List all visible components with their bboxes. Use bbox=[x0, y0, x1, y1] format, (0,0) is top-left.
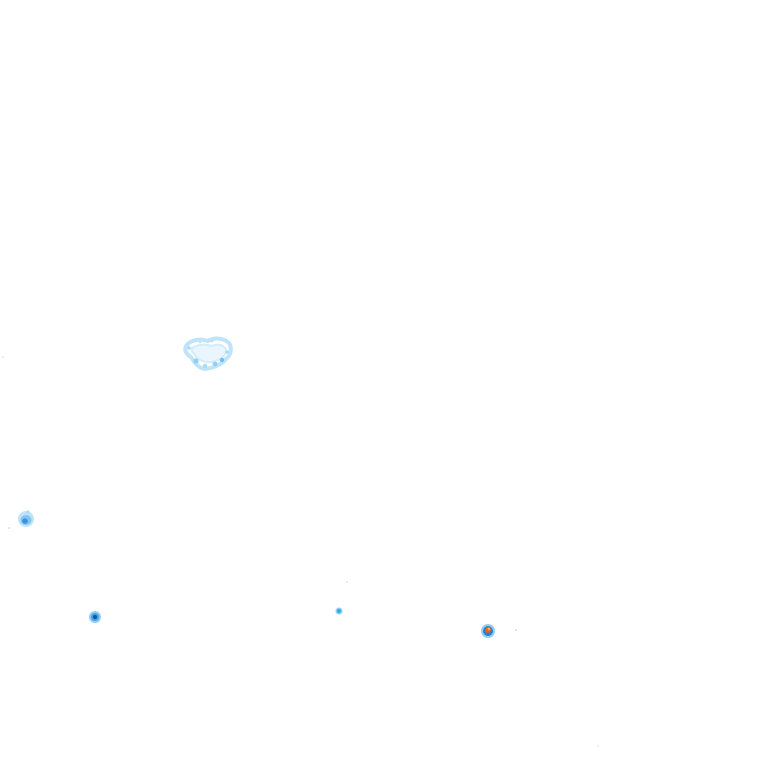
precip-cell-southwest bbox=[89, 611, 101, 623]
precip-cell-core bbox=[22, 518, 28, 524]
precip-cluster-inner-ring bbox=[190, 343, 228, 364]
precip-cluster-outline bbox=[183, 336, 233, 372]
precip-speck bbox=[187, 346, 191, 350]
precip-speck bbox=[346, 581, 348, 583]
precip-cluster-west-central bbox=[183, 336, 233, 372]
precip-cell-core bbox=[337, 609, 341, 613]
precip-speck bbox=[8, 527, 10, 529]
precip-speck bbox=[225, 350, 229, 354]
precip-speck bbox=[193, 358, 199, 364]
precip-speck bbox=[210, 339, 214, 343]
precip-speck bbox=[198, 340, 202, 344]
precip-cell-south-central bbox=[335, 581, 348, 615]
precip-speck bbox=[202, 363, 208, 369]
precip-speck bbox=[26, 510, 30, 514]
precip-cell-far-west bbox=[8, 510, 34, 529]
precip-cell-southeast bbox=[481, 624, 517, 638]
precip-speck bbox=[212, 361, 218, 367]
precip-cell-core bbox=[93, 615, 97, 619]
precip-speck bbox=[219, 357, 225, 363]
precip-speck bbox=[2, 356, 4, 358]
precip-speck bbox=[515, 629, 517, 631]
precip-speck bbox=[597, 745, 599, 747]
precip-cell-core bbox=[485, 627, 491, 633]
precip-cell-peak bbox=[487, 627, 491, 631]
